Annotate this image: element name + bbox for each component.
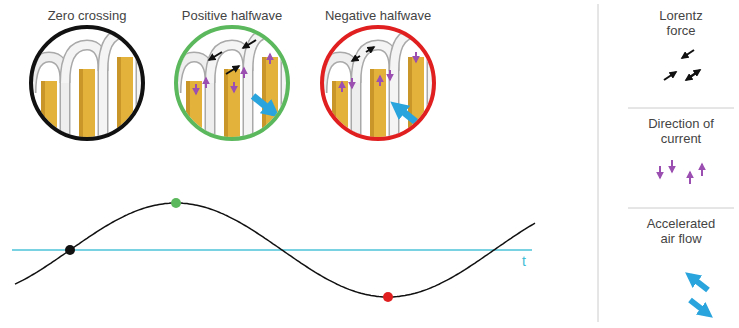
drawing-part bbox=[269, 54, 271, 64]
conductor-illustration bbox=[172, 23, 292, 151]
circle-title: Positive halfwave bbox=[182, 8, 282, 23]
drawing-part bbox=[389, 70, 391, 80]
drawing-part bbox=[664, 72, 676, 80]
lorentz-arrows bbox=[664, 50, 700, 80]
circle-view: Negative halfwave bbox=[320, 25, 436, 141]
drawing-part bbox=[27, 23, 147, 151]
drawing-part bbox=[366, 47, 374, 52]
legend-label: Lorentz force bbox=[652, 8, 710, 38]
drawing-part bbox=[415, 52, 417, 62]
drawing-part bbox=[690, 300, 708, 314]
divider bbox=[628, 108, 734, 109]
drawing-part bbox=[682, 50, 694, 58]
conductor-illustration bbox=[318, 23, 438, 151]
drawing-part bbox=[172, 23, 292, 151]
drawing-part bbox=[659, 166, 661, 178]
legend-label: Direction of current bbox=[648, 116, 714, 146]
drawing-part bbox=[209, 52, 222, 60]
circle-title: Negative halfwave bbox=[325, 8, 431, 23]
drawing-part bbox=[686, 72, 698, 80]
drawing-part bbox=[396, 106, 416, 122]
circle-view: Zero crossing bbox=[29, 25, 145, 141]
drawing-part bbox=[689, 172, 691, 184]
legend-label: Accelerated air flow bbox=[640, 216, 722, 246]
drawing-part bbox=[243, 40, 256, 48]
airflow-arrows bbox=[690, 276, 708, 314]
current-arrows bbox=[660, 160, 702, 184]
drawing-part bbox=[253, 96, 274, 113]
drawing-part bbox=[701, 164, 703, 176]
circle-title: Zero crossing bbox=[48, 8, 127, 23]
sine-wave bbox=[15, 203, 535, 297]
drawing-part bbox=[318, 23, 438, 151]
positive-dot bbox=[171, 198, 181, 208]
drawing-part bbox=[690, 276, 708, 290]
divider bbox=[628, 208, 734, 209]
drawing-part bbox=[351, 78, 353, 88]
drawing-part bbox=[226, 66, 239, 74]
drawing-part bbox=[243, 68, 245, 78]
circle-view: Positive halfwave bbox=[174, 25, 290, 141]
drawing-part bbox=[233, 82, 235, 92]
time-axis bbox=[12, 249, 532, 251]
zero-dot bbox=[65, 245, 75, 255]
negative-dot bbox=[383, 292, 393, 302]
divider bbox=[598, 4, 599, 322]
drawing-part bbox=[671, 160, 673, 172]
conductor-illustration bbox=[27, 23, 147, 151]
axis-label: t bbox=[522, 253, 526, 269]
drawing-part bbox=[341, 82, 343, 92]
drawing-part bbox=[195, 84, 197, 94]
drawing-part bbox=[352, 56, 360, 61]
drawing-part bbox=[379, 76, 381, 86]
drawing-part bbox=[205, 78, 207, 88]
